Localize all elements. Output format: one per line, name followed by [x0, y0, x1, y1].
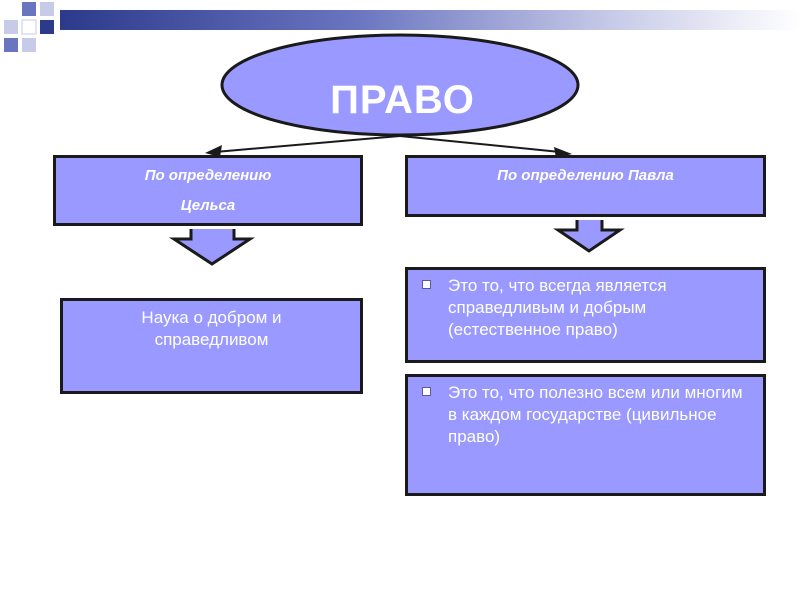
connector-line-left: [214, 135, 401, 153]
celsus-header-line-2: Цельса: [180, 197, 236, 214]
celsus-header-line-1: По определению: [144, 167, 272, 184]
celsus-definition-header: По определению Цельса: [53, 155, 363, 226]
square-bullet-icon: [422, 280, 431, 289]
civil-law-box: Это то, что полезно всем или многим в ка…: [405, 374, 766, 496]
celsus-definition-box: Наука о добром и справедливом: [60, 298, 363, 394]
corner-squares-decoration: [4, 2, 54, 52]
down-arrow-right: [553, 215, 625, 253]
connector-line-right: [399, 135, 561, 153]
square-bullet-icon: [422, 387, 431, 396]
celsus-definition-text: Наука о добром и справедливом: [141, 308, 282, 349]
civil-law-text: Это то, что полезно всем или многим в ка…: [448, 383, 743, 446]
natural-law-text: Это то, что всегда является справедливым…: [448, 276, 667, 339]
connector-arrowhead-left: [205, 145, 222, 157]
paul-header-line-1: По определению Павла: [497, 167, 674, 184]
down-arrow-left: [168, 224, 256, 266]
diagram-title: ПРАВО: [330, 78, 475, 122]
title-ellipse: [220, 33, 580, 137]
paul-definition-header: По определению Павла: [405, 155, 766, 217]
natural-law-box: Это то, что всегда является справедливым…: [405, 267, 766, 363]
top-gradient-bar: [60, 10, 800, 30]
